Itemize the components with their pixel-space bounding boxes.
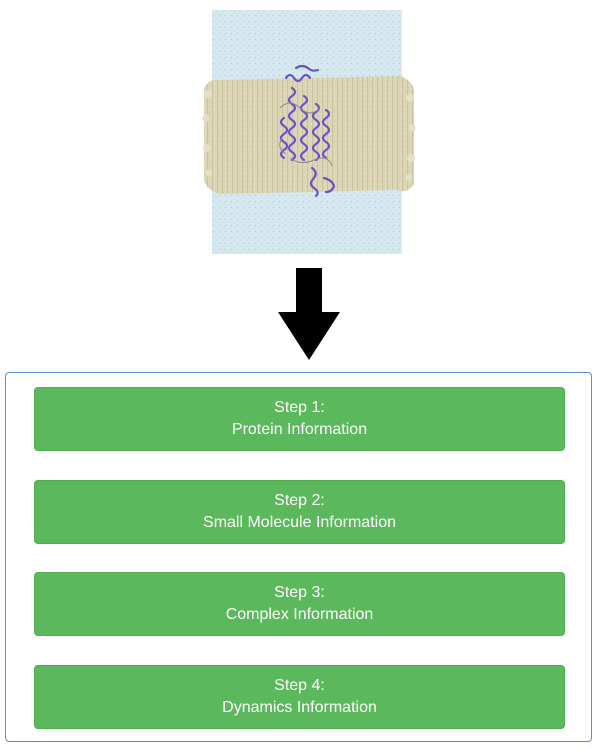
- step-4-subtitle: Dynamics Information: [222, 699, 377, 716]
- protein-loops: [279, 102, 333, 167]
- step-1-subtitle: Protein Information: [231, 421, 368, 438]
- step-3-subtitle: Complex Information: [225, 606, 374, 623]
- step-2-button[interactable]: Step 2: Small Molecule Information: [34, 480, 565, 544]
- step-4-button[interactable]: Step 4: Dynamics Information: [34, 665, 565, 729]
- step-2-subtitle: Small Molecule Information: [203, 514, 396, 531]
- lipid-bilayer: [204, 76, 414, 194]
- membrane-protein-image: [200, 8, 418, 258]
- step-4-title: Step 4:: [274, 677, 325, 694]
- membrane-protein-graphic: [202, 10, 416, 254]
- step-1-title: Step 1:: [274, 399, 325, 416]
- step-3-title: Step 3:: [274, 584, 325, 601]
- lipid-headgroups: [202, 90, 416, 182]
- step-3-button[interactable]: Step 3: Complex Information: [34, 572, 565, 636]
- steps-panel: Step 1: Protein Information Step 2: Smal…: [5, 372, 592, 742]
- down-arrow-icon: [276, 266, 342, 362]
- step-2-title: Step 2:: [274, 492, 325, 509]
- protein-helices: [279, 64, 336, 198]
- step-1-button[interactable]: Step 1: Protein Information: [34, 387, 565, 451]
